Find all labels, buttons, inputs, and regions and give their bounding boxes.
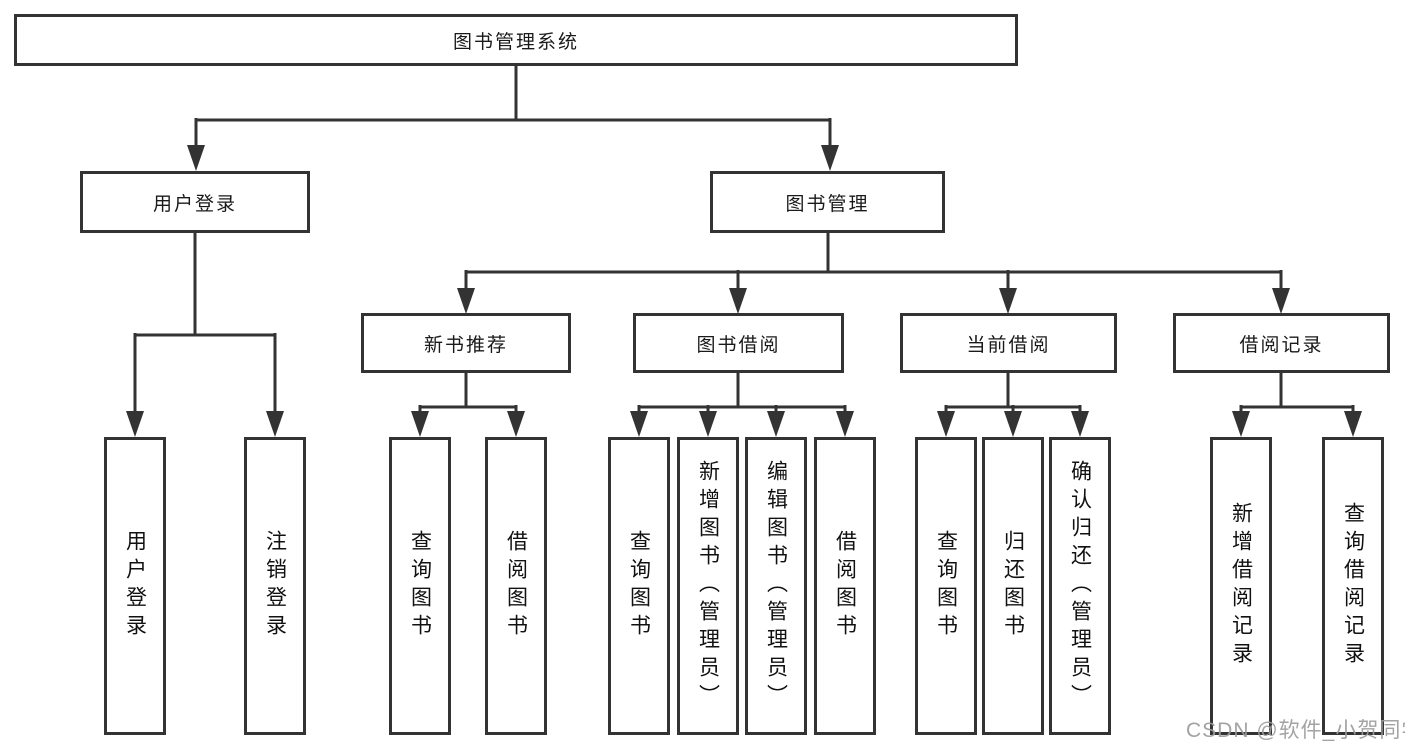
- leaf-label: 归还图书: [1001, 530, 1025, 642]
- csdn-watermark: CSDN @软件_小贺同学: [1186, 719, 1405, 742]
- node-new-book-recommend: 新书推荐: [361, 313, 571, 373]
- node-borrow-records: 借阅记录: [1173, 313, 1390, 373]
- leaf-label: 确认归还（管理员）: [1068, 460, 1092, 712]
- leaf-add-books-admin: 新增图书（管理员）: [677, 437, 739, 735]
- leaf-query-books-3: 查询图书: [915, 437, 977, 735]
- node-book-borrow: 图书借阅: [633, 313, 844, 373]
- node-book-management: 图书管理: [710, 171, 945, 233]
- leaf-label: 查询图书: [627, 530, 651, 642]
- leaf-label: 新增图书（管理员）: [696, 460, 720, 712]
- node-user-login: 用户登录: [80, 171, 310, 233]
- leaf-query-borrow-record: 查询借阅记录: [1322, 437, 1384, 735]
- leaf-label: 借阅图书: [833, 530, 857, 642]
- leaf-edit-books-admin: 编辑图书（管理员）: [745, 437, 807, 735]
- root-node-library-system: 图书管理系统: [14, 14, 1018, 66]
- leaf-confirm-return-admin: 确认归还（管理员）: [1049, 437, 1111, 735]
- leaf-logout: 注销登录: [244, 437, 306, 735]
- leaf-user-login: 用户登录: [104, 437, 166, 735]
- leaf-label: 查询图书: [408, 530, 432, 642]
- leaf-query-books-2: 查询图书: [608, 437, 670, 735]
- leaf-label: 查询图书: [934, 530, 958, 642]
- leaf-label: 用户登录: [123, 530, 147, 642]
- leaf-borrow-books-1: 借阅图书: [485, 437, 547, 735]
- leaf-query-books-1: 查询图书: [389, 437, 451, 735]
- leaf-add-borrow-record: 新增借阅记录: [1210, 437, 1272, 735]
- leaf-label: 新增借阅记录: [1229, 502, 1253, 670]
- leaf-label: 借阅图书: [504, 530, 528, 642]
- leaf-return-books: 归还图书: [982, 437, 1044, 735]
- leaf-label: 查询借阅记录: [1341, 502, 1365, 670]
- leaf-label: 编辑图书（管理员）: [764, 460, 788, 712]
- node-current-borrow: 当前借阅: [900, 313, 1117, 373]
- leaf-borrow-books-2: 借阅图书: [814, 437, 876, 735]
- leaf-label: 注销登录: [263, 530, 287, 642]
